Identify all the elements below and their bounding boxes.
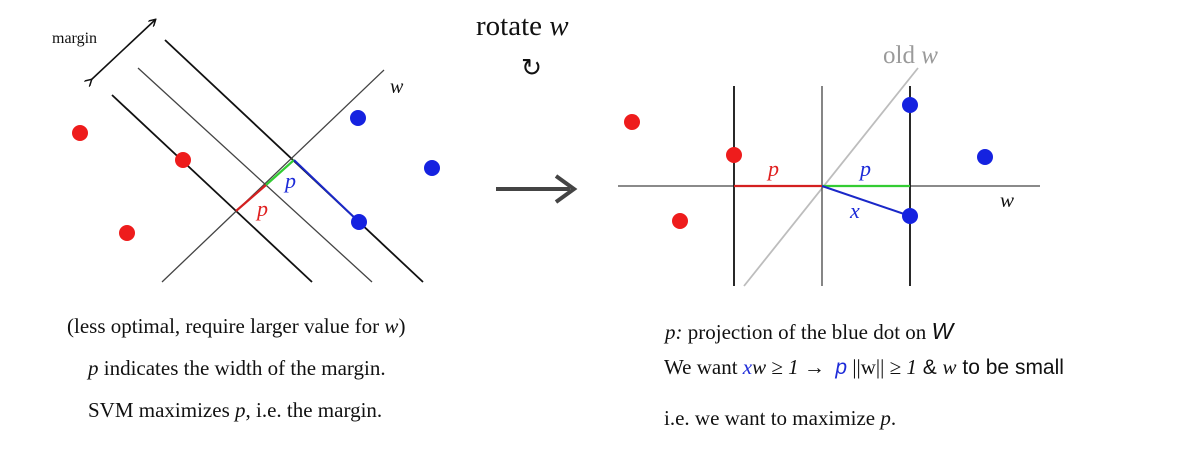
red-dot	[72, 125, 88, 141]
red-dot	[119, 225, 135, 241]
w-axis-line	[161, 69, 385, 283]
left-caption-line2: p indicates the width of the margin.	[88, 356, 386, 380]
right-w-label: w	[1000, 188, 1015, 212]
title-var: w	[549, 10, 569, 42]
margin-boundary-lower	[111, 94, 313, 283]
blue-dot	[902, 97, 918, 113]
p-green-segment	[265, 159, 295, 186]
projection-blue-line	[293, 159, 360, 223]
margin-label: margin	[52, 30, 98, 47]
right-caption-line3: i.e. we want to maximize p.	[664, 406, 897, 430]
p-red-segment	[235, 184, 267, 212]
red-dot	[624, 114, 640, 130]
right-caption-line1: p: projection of the blue dot on W	[665, 318, 954, 344]
blue-dot	[350, 110, 366, 126]
x-vector	[821, 185, 911, 217]
right-p-red-label: p	[768, 156, 779, 181]
left-caption-line3: SVM maximizes p, i.e. the margin.	[88, 398, 383, 422]
left-caption-line1: (less optimal, require larger value for …	[67, 314, 406, 338]
blue-dot	[977, 149, 993, 165]
old-w-label: old w	[883, 42, 938, 69]
title: rotate w	[476, 10, 569, 43]
blue-dot	[424, 160, 440, 176]
margin-arrow	[91, 20, 155, 80]
right-caption-line2: We want xw ≥ 1 → p ||w|| ≥ 1 & w to be s…	[664, 355, 1064, 379]
red-dot	[672, 213, 688, 229]
left-p-blue-label: p	[285, 168, 296, 193]
rotate-icon: ↻	[521, 54, 542, 82]
red-dot	[726, 147, 742, 163]
decision-boundary	[137, 67, 373, 283]
right-diagram	[618, 67, 1040, 287]
old-w-line	[743, 67, 919, 287]
blue-dot	[351, 214, 367, 230]
right-x-label: x	[850, 198, 860, 223]
right-p-blue-label: p	[860, 156, 871, 181]
transition-arrow	[496, 174, 578, 204]
left-p-red-label: p	[257, 196, 268, 221]
red-dot	[175, 152, 191, 168]
title-text: rotate	[476, 10, 543, 42]
left-w-label: w	[390, 76, 404, 98]
left-diagram	[72, 20, 440, 283]
blue-dot	[902, 208, 918, 224]
